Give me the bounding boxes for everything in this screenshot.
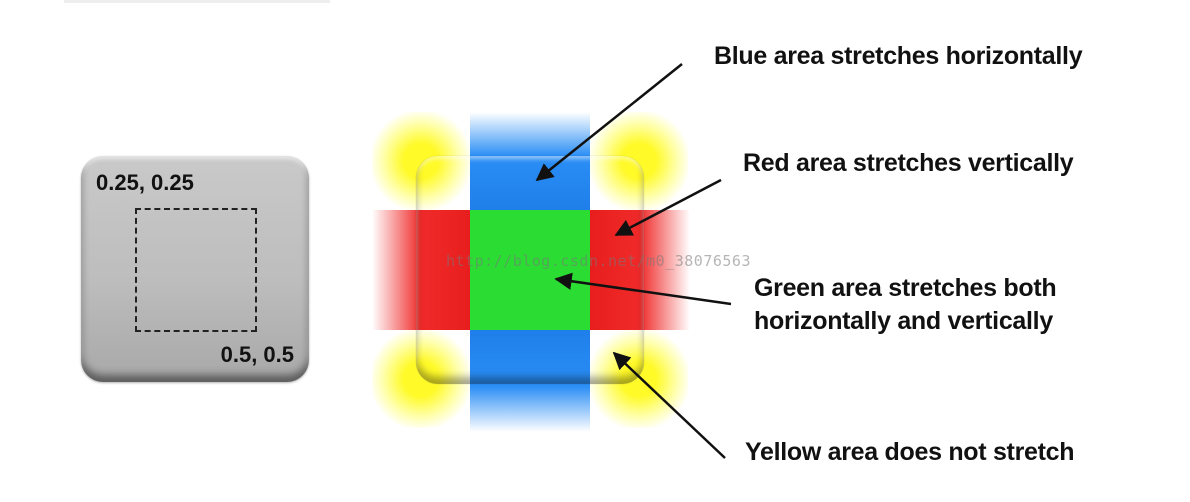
yellow-corner-bottom-right xyxy=(590,330,688,428)
stretch-region-outline xyxy=(135,208,257,332)
bottom-right-inset-label: 0.5, 0.5 xyxy=(220,342,294,367)
stretchable-image-box: 0.25, 0.25 0.5, 0.5 xyxy=(81,156,309,382)
blue-area-label: Blue area stretches horizontally xyxy=(714,42,1083,70)
arrow-to-yellow xyxy=(612,351,726,459)
green-area-label-line2: horizontally and vertically xyxy=(754,307,1053,335)
red-edge-right xyxy=(590,210,690,330)
red-edge-left xyxy=(372,210,470,330)
green-area-label: Green area stretches both horizontally a… xyxy=(754,272,1057,338)
yellow-corner-top-left xyxy=(372,112,470,210)
green-center xyxy=(470,210,590,330)
stretch-region-diagram xyxy=(372,112,690,432)
red-area-label: Red area stretches vertically xyxy=(743,149,1074,177)
arrow-to-red xyxy=(614,178,722,237)
blue-edge-top xyxy=(470,112,590,210)
yellow-corner-top-right xyxy=(590,112,688,210)
yellow-corner-bottom-left xyxy=(372,330,470,428)
top-bar xyxy=(64,0,330,3)
green-area-label-line1: Green area stretches both xyxy=(754,274,1057,302)
watermark: http://blog.csdn.net/m0_38076563 xyxy=(446,252,751,270)
top-left-inset-label: 0.25, 0.25 xyxy=(96,170,194,195)
arrow-to-blue xyxy=(535,63,683,182)
arrow-to-green xyxy=(554,272,732,306)
blue-edge-bottom xyxy=(470,330,590,432)
yellow-area-label: Yellow area does not stretch xyxy=(745,438,1075,466)
